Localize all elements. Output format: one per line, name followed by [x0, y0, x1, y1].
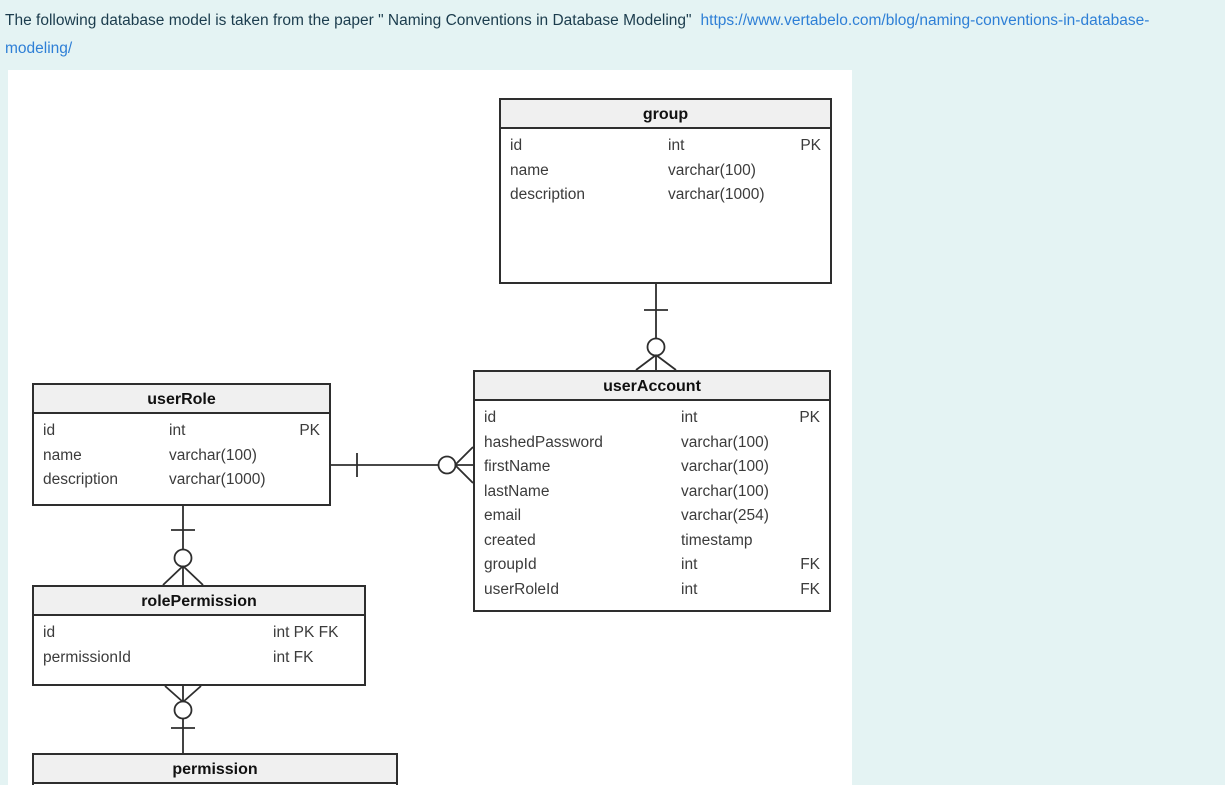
table-row: firstName varchar(100): [475, 455, 829, 480]
table-row: created timestamp: [475, 529, 829, 554]
column-type: varchar(254): [681, 507, 769, 524]
entity-title-userRole: userRole: [34, 385, 329, 414]
connector-userRole-userAccount: [331, 446, 474, 484]
entity-columns-userAccount: id int PK hashedPassword varchar(100) fi…: [475, 401, 829, 602]
column-name: hashedPassword: [484, 433, 603, 451]
column-key: PK: [299, 422, 320, 439]
column-name: id: [43, 624, 56, 641]
crow-foot-many: [164, 685, 202, 703]
table-row: permissionId int FK: [34, 646, 364, 671]
entity-title-permission: permission: [34, 755, 396, 784]
entity-columns-group: id int PK name varchar(100) description …: [501, 129, 830, 208]
table-row: name varchar(100): [34, 444, 329, 469]
column-type: varchar(100): [681, 458, 769, 475]
table-row: id int PK: [34, 419, 329, 444]
column-type: varchar(100): [668, 161, 756, 179]
table-row: userRoleId int FK: [475, 578, 829, 603]
column-type: int: [668, 137, 685, 154]
entity-title-group: group: [501, 100, 830, 129]
table-row: id int PK FK: [34, 621, 364, 646]
column-name: description: [510, 186, 585, 203]
crow-foot-many: [454, 446, 474, 484]
column-type: int: [681, 556, 698, 573]
cardinality-zero-circle: [646, 337, 666, 357]
column-name: id: [484, 409, 497, 426]
entity-table-userAccount: userAccount id int PK hashedPassword var…: [473, 370, 831, 612]
connector-group-userAccount: [635, 284, 677, 371]
cardinality-zero-circle: [437, 455, 457, 475]
column-name: permissionId: [43, 648, 131, 666]
column-name: id: [43, 422, 56, 439]
entity-table-rolePermission: rolePermission id int PK FK permissionId…: [32, 585, 366, 686]
column-type: int PK FK: [273, 624, 339, 641]
column-name: firstName: [484, 458, 551, 475]
cardinality-zero-circle: [173, 548, 193, 568]
crow-foot-many: [635, 354, 677, 371]
er-diagram-canvas: group id int PK name varchar(100) descri…: [8, 70, 852, 785]
column-type: timestamp: [681, 531, 753, 549]
column-type: varchar(1000): [668, 186, 765, 203]
column-name: groupId: [484, 556, 537, 573]
table-row: name varchar(100): [501, 159, 830, 184]
column-name: created: [484, 531, 536, 549]
entity-table-userRole: userRole id int PK name varchar(100) des…: [32, 383, 331, 506]
column-type: int: [681, 580, 698, 598]
column-key: PK: [800, 137, 821, 154]
table-row: description varchar(1000): [34, 468, 329, 493]
column-type: varchar(100): [681, 482, 769, 500]
entity-columns-userRole: id int PK name varchar(100) description …: [34, 414, 329, 493]
column-name: description: [43, 471, 118, 488]
table-row: id int PK: [501, 134, 830, 159]
column-name: lastName: [484, 482, 550, 500]
table-row: groupId int FK: [475, 553, 829, 578]
cardinality-zero-circle: [173, 700, 193, 720]
entity-title-rolePermission: rolePermission: [34, 587, 364, 616]
column-name: name: [510, 161, 549, 179]
table-row: email varchar(254): [475, 504, 829, 529]
table-row: hashedPassword varchar(100): [475, 431, 829, 456]
column-type: varchar(1000): [169, 471, 266, 488]
entity-title-userAccount: userAccount: [475, 372, 829, 401]
column-type: varchar(100): [681, 433, 769, 451]
column-type: int FK: [273, 648, 314, 666]
column-type: varchar(100): [169, 446, 257, 464]
connector-userRole-rolePermission: [162, 506, 204, 586]
column-name: email: [484, 507, 522, 524]
entity-table-permission: permission: [32, 753, 398, 785]
column-name: name: [43, 446, 82, 464]
table-row: lastName varchar(100): [475, 480, 829, 505]
column-key: FK: [800, 556, 820, 573]
crow-foot-many: [162, 565, 204, 586]
column-type: int: [681, 409, 698, 426]
entity-columns-rolePermission: id int PK FK permissionId int FK: [34, 616, 364, 670]
intro-text: The following database model is taken fr…: [5, 12, 692, 29]
connector-permission-rolePermission: [164, 685, 202, 753]
column-key: FK: [800, 580, 820, 598]
column-name: userRoleId: [484, 580, 559, 598]
table-row: id int PK: [475, 406, 829, 431]
column-key: PK: [799, 409, 820, 426]
column-type: int: [169, 422, 186, 439]
column-name: id: [510, 137, 523, 154]
vertabelo-link[interactable]: https://www.vertabelo.com/blog/naming-co…: [5, 12, 1150, 57]
intro-paragraph: The following database model is taken fr…: [0, 0, 1200, 63]
entity-table-group: group id int PK name varchar(100) descri…: [499, 98, 832, 284]
table-row: description varchar(1000): [501, 183, 830, 208]
